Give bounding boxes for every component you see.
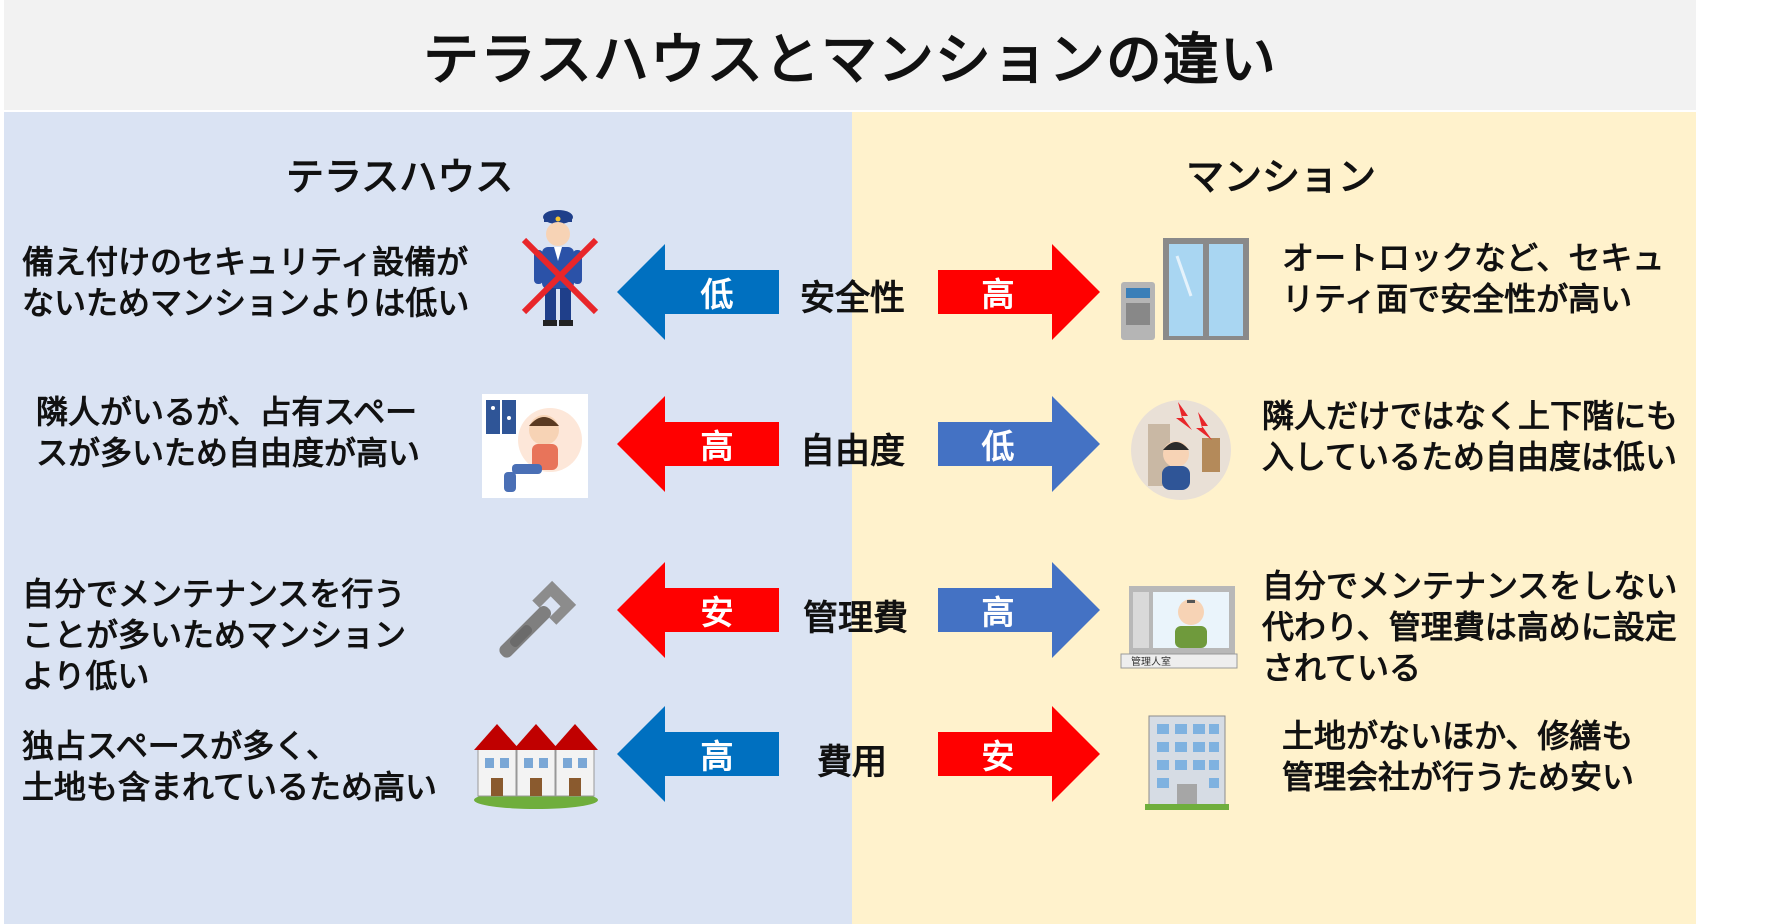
wrench-icon — [486, 578, 580, 674]
noise-trouble-icon — [1128, 398, 1234, 506]
page-title: テラスハウスとマンションの違い — [423, 27, 1277, 93]
apartment-building-icon — [1145, 712, 1229, 816]
row4-label: 費用 — [817, 743, 888, 783]
auto-lock-door-icon — [1117, 236, 1253, 348]
row4-left-desc: 独占スペースが多く、 土地も含まれているため高い — [22, 727, 438, 806]
row3-right-arrow: 高 — [938, 562, 1100, 658]
row4-left-arrow: 高 — [617, 706, 779, 802]
relaxing-person-icon — [482, 394, 588, 502]
row3-label: 管理費 — [803, 599, 909, 639]
row2-right-desc: 隣人だけではなく上下階にも 入しているため自由度は低い — [1262, 397, 1679, 476]
row2-left-arrow: 高 — [617, 396, 779, 492]
row1-right-desc: オートロックなど、セキュ リティ面で安全性が高い — [1282, 239, 1665, 318]
mansion-heading: マンション — [1186, 155, 1377, 199]
row1-left-arrow: 低 — [617, 244, 779, 340]
row4-right-desc: 土地がないほか、修繕も 管理会社が行うため安い — [1282, 717, 1635, 796]
mansion-panel — [852, 112, 1696, 924]
guard-room-sign: 管理人室 — [1131, 655, 1171, 668]
row3-right-desc: 自分でメンテナンスをしない 代わり、管理費は高めに設定 されている — [1262, 567, 1678, 687]
row1-left-desc: 備え付けのセキュリティ設備が ないためマンションよりは低い — [22, 243, 470, 322]
row2-right-arrow: 低 — [938, 396, 1100, 492]
row2-label: 自由度 — [800, 432, 906, 472]
terrace-house-panel — [4, 112, 852, 924]
title-bar: テラスハウスとマンションの違い — [4, 0, 1696, 110]
terrace-houses-icon — [472, 718, 600, 814]
row4-right-arrow: 安 — [938, 706, 1100, 802]
row3-left-arrow: 安 — [617, 562, 779, 658]
row3-left-desc: 自分でメンテナンスを行う ことが多いためマンション より低い — [22, 575, 407, 695]
security-guard-crossed-icon — [520, 206, 600, 334]
building-manager-icon: 管理人室 — [1119, 584, 1239, 674]
row1-label: 安全性 — [800, 279, 906, 319]
row1-right-arrow: 高 — [938, 244, 1100, 340]
terrace-house-heading: テラスハウス — [286, 155, 514, 199]
row2-left-desc: 隣人がいるが、占有スペー スが多いため自由度が高い — [36, 393, 421, 472]
